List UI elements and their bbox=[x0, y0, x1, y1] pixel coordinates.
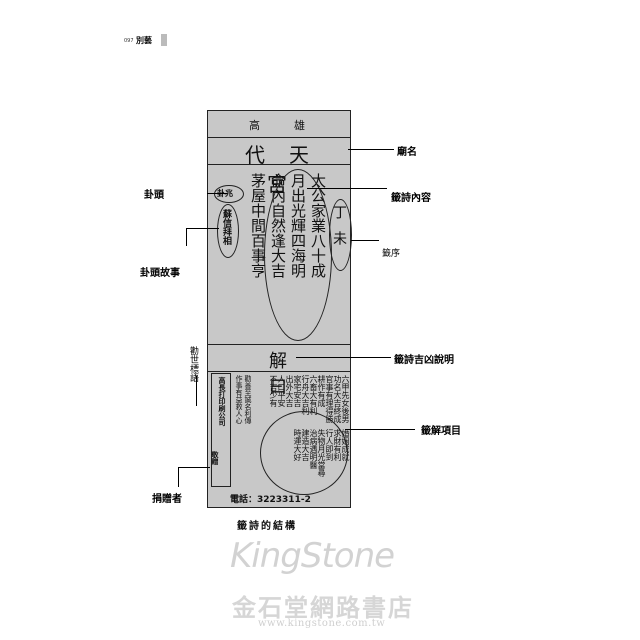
slip-interp-col: 功名大吉終成 bbox=[333, 375, 342, 423]
leader-poem bbox=[307, 188, 387, 189]
leader-items bbox=[345, 429, 415, 430]
slip-interp-col: 行舟大吉利 bbox=[301, 375, 310, 415]
slip-interp-col: 官事有理得勝 bbox=[325, 375, 334, 423]
slip-gua-story: 蘇信拜相 bbox=[221, 209, 231, 245]
annotation-temple-name: 廟名 bbox=[397, 147, 417, 158]
slip-donor-col-1: 高長打印刷公司 bbox=[218, 377, 227, 426]
slip-interp-col: 耕作有成 bbox=[317, 375, 326, 407]
slip-number: 丁未 bbox=[331, 205, 347, 257]
leader-gua-story-v bbox=[186, 228, 187, 246]
slip-interp-title: 解曰 bbox=[269, 351, 329, 398]
leader-temple-name bbox=[348, 149, 394, 150]
leader-donor-v bbox=[178, 467, 179, 487]
slip-interp-oval bbox=[260, 411, 348, 495]
slip-city: 高雄 bbox=[249, 119, 339, 132]
slip-interp-col: 六甲先女後男 bbox=[341, 375, 350, 423]
leader-gua-head bbox=[207, 193, 227, 194]
leader-sequence bbox=[351, 240, 379, 241]
slip-gua-head-oval bbox=[214, 185, 244, 203]
section-marker bbox=[161, 34, 167, 46]
annotation-moral: 勸世標語 bbox=[188, 346, 198, 382]
slip-donor-col-2: 敬贈 bbox=[211, 451, 220, 465]
watermark-url: www.kingstone.com.tw bbox=[258, 618, 386, 629]
annotation-items: 籤解項目 bbox=[421, 426, 461, 437]
slip-interp-col: 六畜大有利 bbox=[309, 375, 318, 415]
annotation-poem-content: 籤詩內容 bbox=[391, 193, 431, 204]
annotation-gua-story: 卦頭故事 bbox=[140, 268, 180, 279]
page-number: 097 bbox=[124, 38, 134, 44]
slip-donor-box bbox=[211, 373, 231, 487]
leader-gua-story-h bbox=[186, 228, 219, 229]
annotation-gua-head: 卦頭 bbox=[144, 190, 164, 201]
slip-gua-story-oval bbox=[217, 204, 239, 258]
slip-poem-oval bbox=[264, 169, 332, 341]
slip-number-oval bbox=[329, 199, 352, 271]
watermark-cn: 金石堂網路書店 bbox=[232, 593, 414, 622]
annotation-sequence: 籤序 bbox=[382, 249, 401, 259]
figure-caption: 籤詩的結構 bbox=[237, 521, 297, 532]
slip-interp-col: 不吉少有 bbox=[269, 375, 278, 407]
leader-fortune bbox=[296, 357, 391, 358]
watermark-brand: KingStone bbox=[230, 536, 395, 576]
leader-donor-h bbox=[178, 467, 210, 468]
fortune-slip: 高雄 代天宮 卦兆 蘇信拜相 太公家業八十成 月出光輝四海明 命內自然逢大吉 茅… bbox=[207, 110, 352, 508]
slip-interp-col: 人口平安 bbox=[277, 375, 286, 407]
slip-interp-col: 出外大吉 bbox=[285, 375, 294, 407]
slip-phone: 電話：3223311-2 bbox=[230, 495, 311, 505]
section-title: 別藝 bbox=[136, 35, 152, 45]
leader-moral bbox=[196, 376, 197, 406]
slip-interp-col: 家宅安吉 bbox=[293, 375, 302, 407]
slip-moral-col-2: 作事有益救人心 bbox=[235, 375, 243, 424]
slip-moral-col-1: 勸善至誠名利傳 bbox=[244, 375, 252, 424]
annotation-donor: 捐贈者 bbox=[152, 494, 182, 505]
slip-poem-col-4: 茅屋中間百事亨 bbox=[249, 173, 267, 278]
annotation-fortune: 籤詩吉凶說明 bbox=[394, 355, 454, 366]
